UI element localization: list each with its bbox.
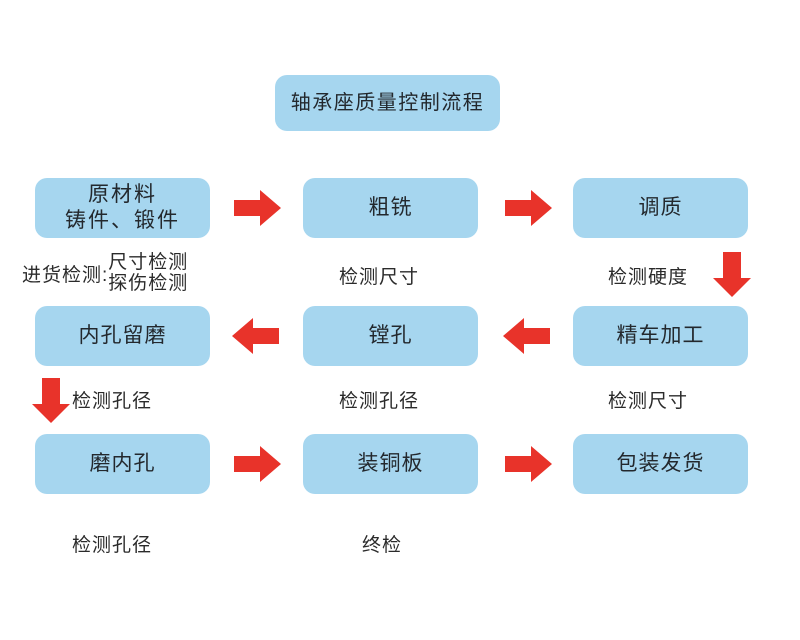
label-incoming-inspection-line2: 探伤检测	[108, 273, 189, 295]
node-grind-inner-hole-text: 磨内孔	[89, 452, 156, 476]
node-install-copper-plate-text: 装铜板	[357, 452, 424, 476]
node-boring: 镗孔	[303, 306, 478, 366]
node-install-copper-plate: 装铜板	[303, 434, 478, 494]
node-finish-turning-text: 精车加工	[616, 324, 705, 348]
node-packing-shipment: 包装发货	[573, 434, 748, 494]
diagram-title-node: 轴承座质量控制流程	[275, 75, 500, 131]
node-inner-hole-grinding-allowance: 内孔留磨	[35, 306, 210, 366]
node-raw-material-text: 原材料 铸件、锻件	[65, 182, 180, 233]
label-check-dimension-row1-text: 检测尺寸	[339, 267, 420, 288]
label-check-bore-row2-left: 检测孔径	[72, 386, 152, 413]
arrow-row3-1-right-icon	[234, 444, 282, 484]
node-rough-milling-text: 粗铣	[368, 196, 413, 220]
label-check-dimension-row1: 检测尺寸	[339, 262, 419, 289]
label-check-hardness-row1-text: 检测硬度	[608, 267, 689, 288]
label-final-inspection-row3-mid-text: 终检	[362, 535, 403, 556]
node-raw-material-line2: 铸件、锻件	[65, 209, 180, 232]
node-finish-turning: 精车加工	[573, 306, 748, 366]
node-boring-text: 镗孔	[368, 324, 413, 348]
label-check-bore-row2-left-text: 检测孔径	[72, 391, 153, 412]
arrow-row1-2-right-icon	[505, 188, 553, 228]
node-rough-milling: 粗铣	[303, 178, 478, 238]
node-inner-hole-grinding-allowance-text: 内孔留磨	[78, 324, 167, 348]
label-check-dimension-row2-right-text: 检测尺寸	[608, 391, 689, 412]
node-raw-material: 原材料 铸件、锻件	[35, 178, 210, 238]
arrow-row3-2-right-icon	[505, 444, 553, 484]
node-quenching-tempering-text: 调质	[638, 196, 683, 220]
diagram-title-text: 轴承座质量控制流程	[290, 91, 485, 114]
label-check-bore-row3-left-text: 检测孔径	[72, 535, 153, 556]
label-check-hardness-row1: 检测硬度	[608, 262, 688, 289]
node-quenching-tempering: 调质	[573, 178, 748, 238]
arrow-row1-to-row2-down-icon	[712, 252, 752, 298]
arrow-row1-1-right-icon	[234, 188, 282, 228]
label-incoming-inspection-items: 尺寸检测 探伤检测	[108, 252, 188, 295]
arrow-row2-to-row3-down-icon	[31, 378, 71, 424]
label-incoming-inspection-line1: 尺寸检测	[108, 252, 189, 273]
label-incoming-inspection-prefix: 进货检测:	[22, 264, 109, 286]
label-check-bore-row3-left: 检测孔径	[72, 530, 152, 557]
label-check-bore-row2-mid-text: 检测孔径	[339, 391, 420, 412]
node-packing-shipment-text: 包装发货	[616, 452, 705, 476]
label-incoming-inspection: 进货检测: 尺寸检测 探伤检测	[22, 252, 188, 295]
label-final-inspection-row3-mid: 终检	[362, 530, 402, 557]
node-raw-material-line1: 原材料	[88, 183, 157, 207]
node-grind-inner-hole: 磨内孔	[35, 434, 210, 494]
label-check-dimension-row2-right: 检测尺寸	[608, 386, 688, 413]
arrow-row2-2-left-icon	[503, 316, 551, 356]
label-check-bore-row2-mid: 检测孔径	[339, 386, 419, 413]
arrow-row2-1-left-icon	[232, 316, 280, 356]
